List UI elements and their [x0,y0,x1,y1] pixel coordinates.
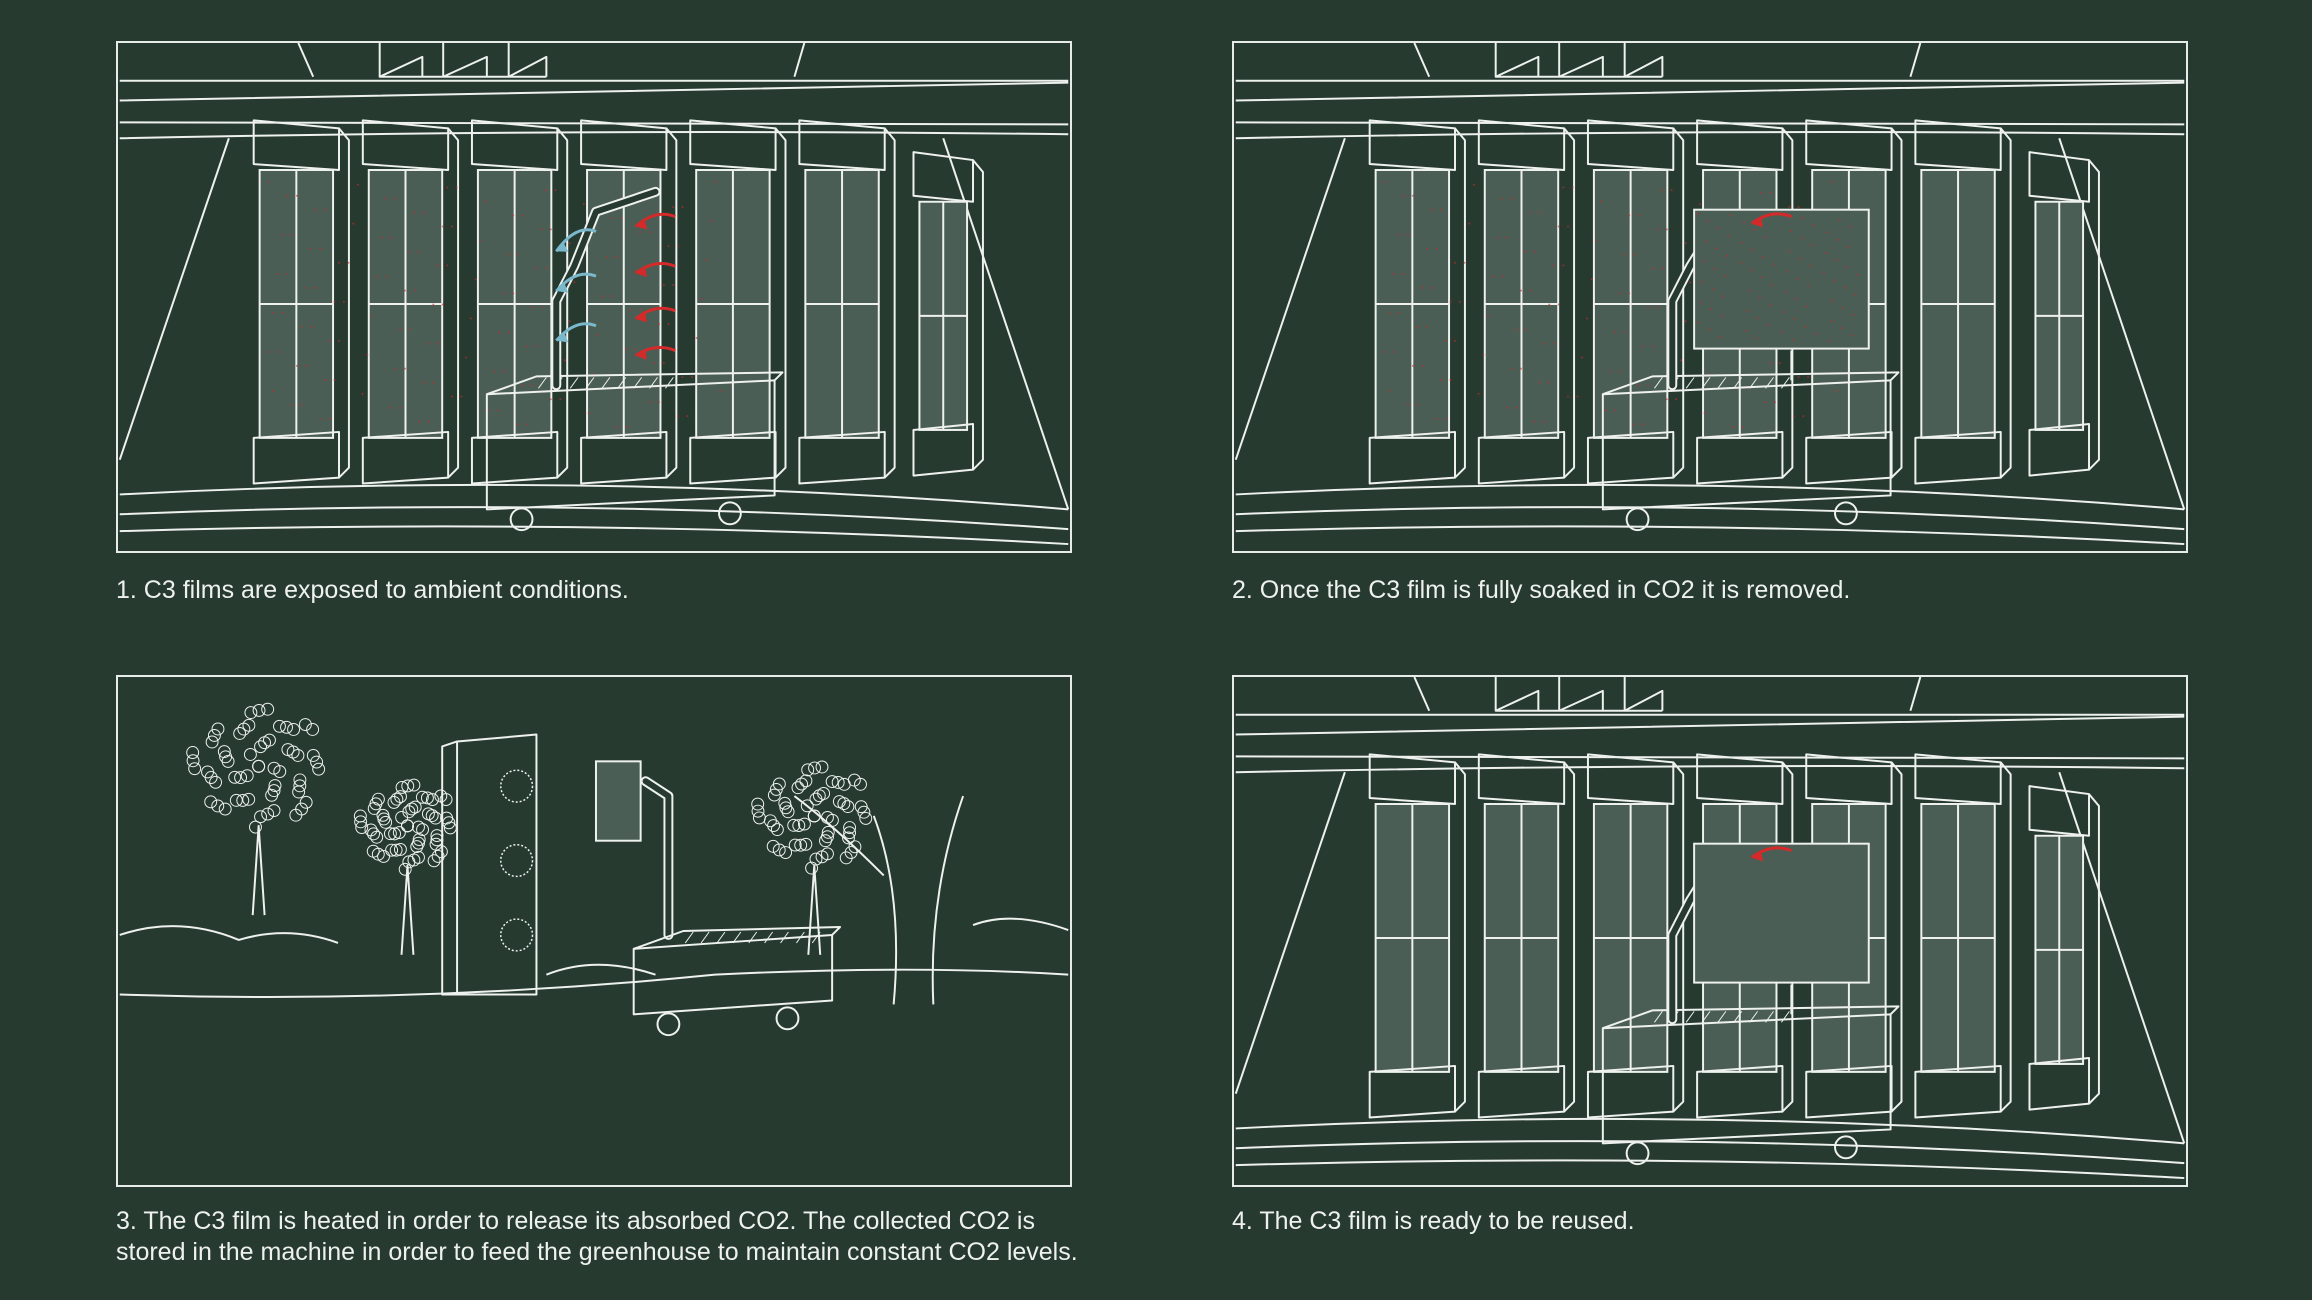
scene-films-exposed [118,43,1070,551]
step-1-illustration [116,41,1072,553]
cart-wheel [719,502,741,524]
cart-wheel [1835,502,1857,524]
ceiling-lines [1236,715,2185,773]
scene-film-reused [1234,677,2186,1185]
film-panel-6 [799,120,894,483]
ceiling-windows [1496,677,1663,711]
tree-right [752,761,872,955]
cart-arm [646,781,669,935]
step-3-caption: 3. The C3 film is heated in order to rel… [116,1206,1116,1268]
scene-greenhouse-heating [118,677,1070,1185]
film-panel-6 [1915,754,2010,1117]
ceiling-edges [298,43,804,77]
step-3-illustration [116,675,1072,1187]
large-tree-trunk [794,796,963,1004]
ceiling-edges [1414,43,1920,77]
cart-wheel [1835,1136,1857,1158]
cart-wheel [658,1013,680,1035]
removed-film [1694,844,1869,983]
step-4-illustration [1232,675,2188,1187]
heating-unit [442,735,536,995]
film-panel-7 [2029,152,2098,475]
ceiling-lines [120,81,1069,139]
step-2-illustration [1232,41,2188,553]
ceiling-lines [1236,81,2185,139]
film-panel-2 [1479,754,1574,1117]
film-panel-7 [913,152,982,475]
ground-line [120,970,1069,997]
step-1-caption: 1. C3 films are exposed to ambient condi… [116,575,629,606]
ceiling-windows [380,43,547,77]
tree-left [187,703,325,915]
bushes [120,919,1069,975]
removed-film [1694,210,1869,349]
tree-small [354,779,456,955]
scene-film-removed [1234,43,2186,551]
cart-wheel [777,1007,799,1029]
film-panel-2 [363,120,458,483]
film-panel-6 [1915,120,2010,483]
film-panel-1 [1370,754,1465,1117]
film-panel-4 [581,120,676,483]
ceiling-windows [1496,43,1663,77]
step-4-caption: 4. The C3 film is ready to be reused. [1232,1206,1635,1237]
film-panel-5 [690,120,785,483]
film-panel-2 [1479,120,1574,483]
film-panel-7 [2029,786,2098,1109]
ceiling-edges [1414,677,1920,711]
step-2-caption: 2. Once the C3 film is fully soaked in C… [1232,575,1850,606]
heated-film [596,761,641,840]
